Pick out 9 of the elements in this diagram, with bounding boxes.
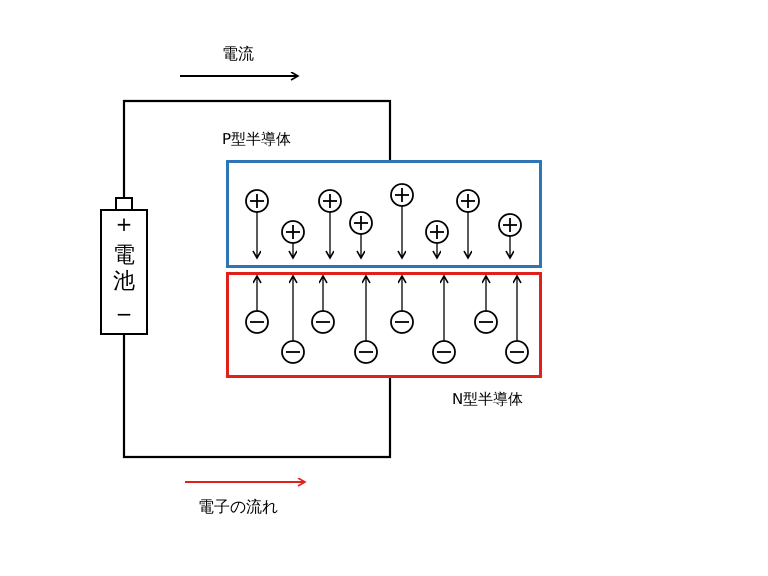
wire	[122, 335, 392, 458]
polarity-sign: +	[114, 213, 134, 236]
region-label: P型半導体	[222, 130, 292, 149]
wire	[122, 100, 392, 197]
polarity-sign: −	[114, 303, 134, 326]
battery-label: 電池	[112, 243, 136, 296]
region-label: N型半導体	[452, 390, 524, 409]
electron-flow-label: 電子の流れ	[198, 497, 278, 518]
current-label: 電流	[222, 44, 254, 65]
